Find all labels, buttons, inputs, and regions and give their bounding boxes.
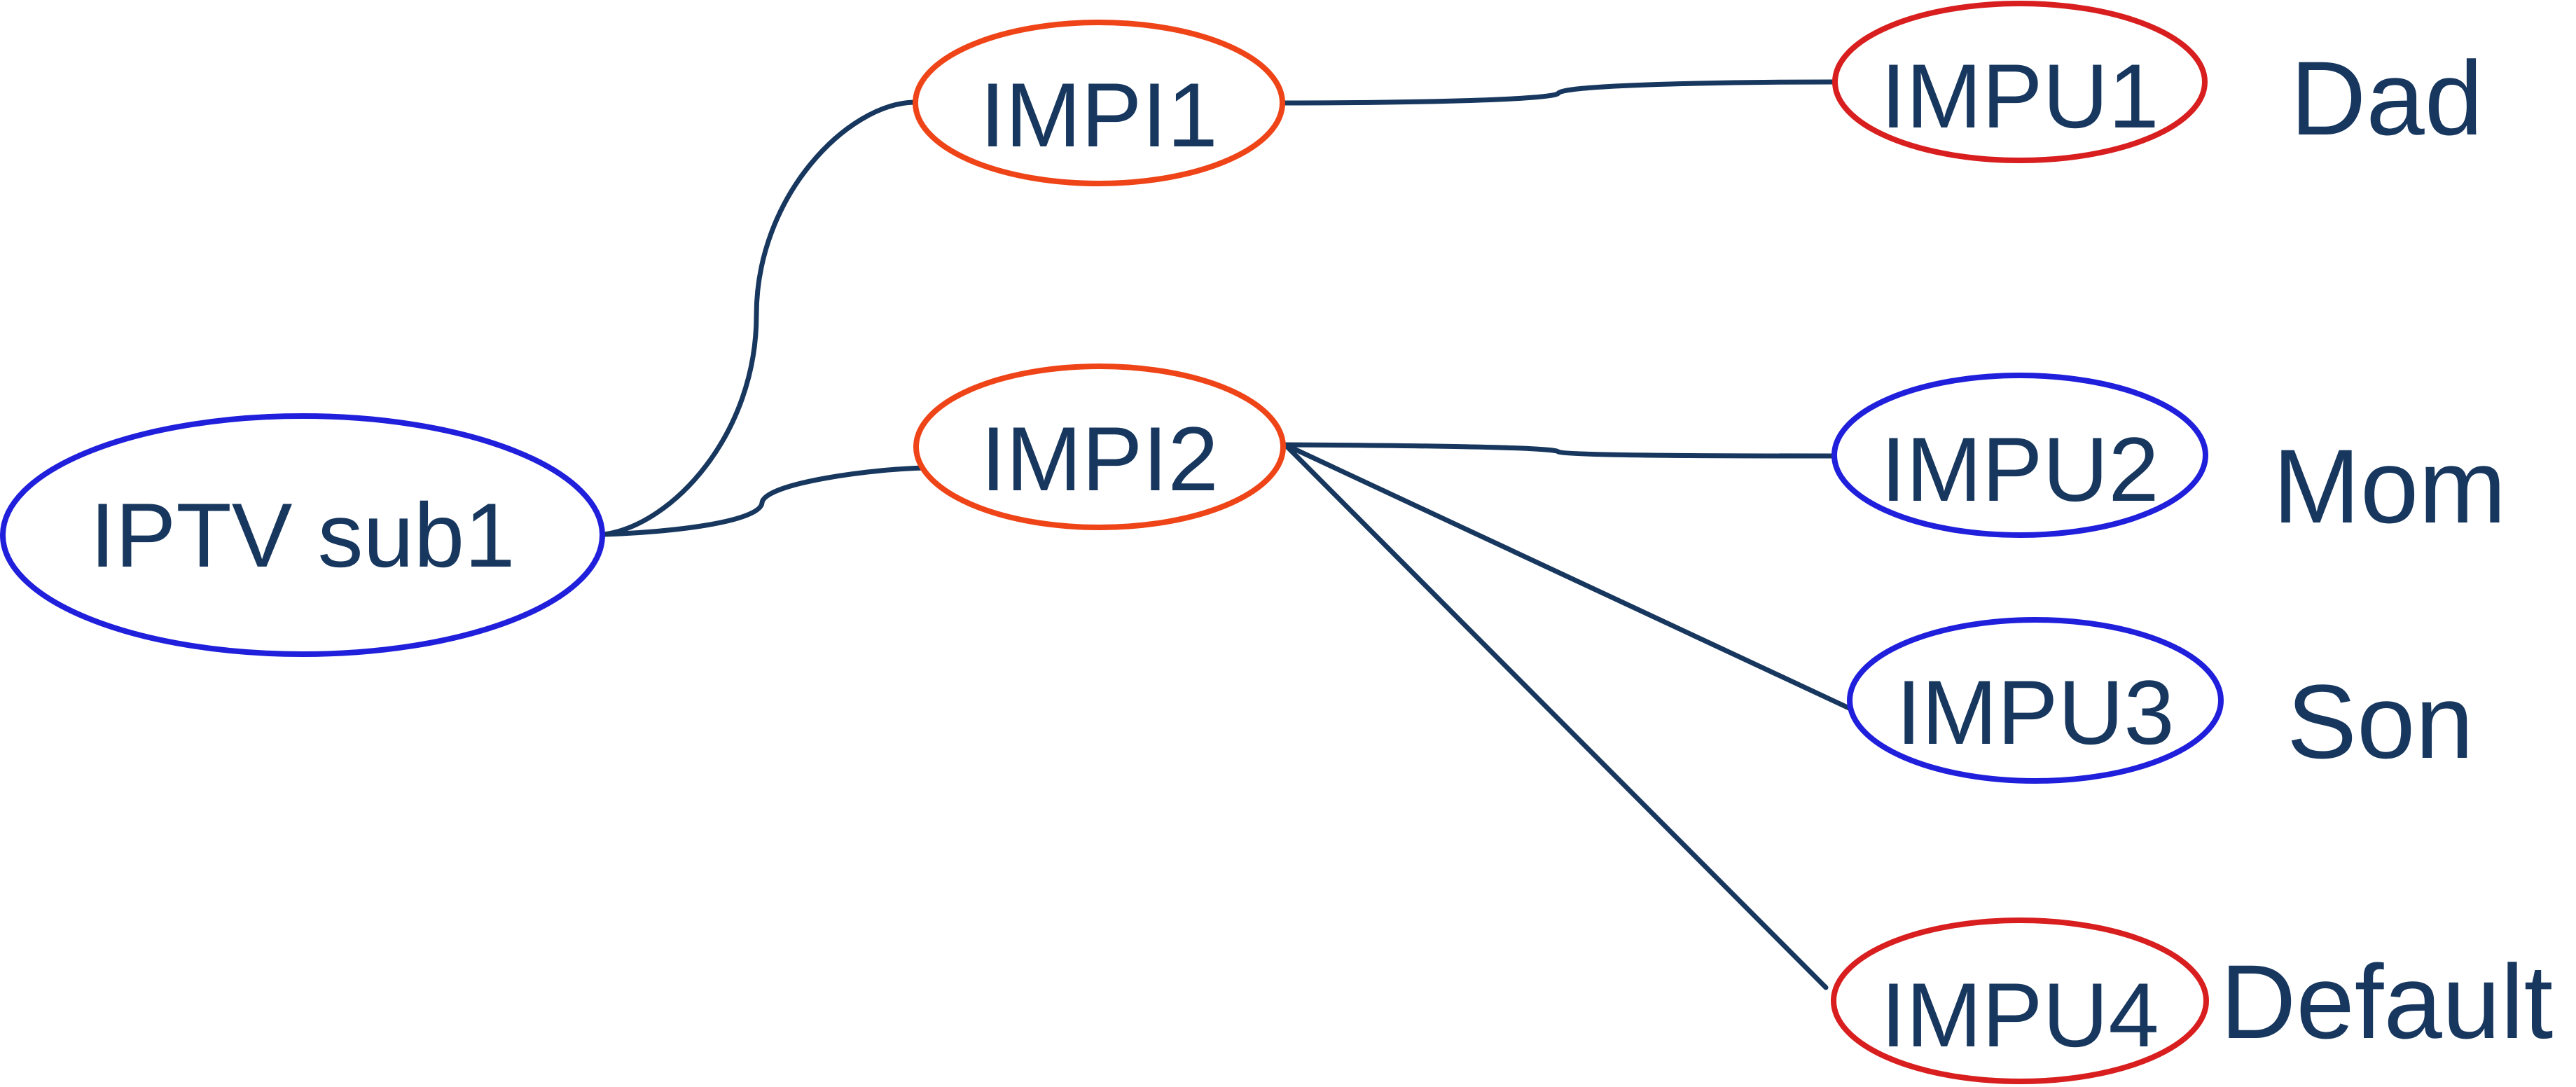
node-impu2-outline bbox=[1831, 373, 2208, 538]
node-impu2: IMPU2 bbox=[1831, 373, 2208, 538]
edge-iptv-sub1-to-impi1 bbox=[601, 99, 917, 537]
edge-impi2-to-impu4 bbox=[1282, 442, 1829, 990]
node-impu4-outline bbox=[1831, 918, 2209, 1084]
node-iptv-sub1: IPTV sub1 bbox=[0, 413, 605, 657]
node-impi2-outline bbox=[913, 364, 1286, 530]
edges bbox=[601, 79, 1862, 990]
role-label-dad: Dad bbox=[2290, 39, 2483, 157]
node-impi1: IMPI1 bbox=[913, 20, 1285, 186]
node-impu2-label: IMPU2 bbox=[1881, 418, 2159, 520]
edge-impi1-to-impu1 bbox=[1280, 79, 1836, 106]
edge-impi2-to-impu2 bbox=[1282, 442, 1836, 459]
node-iptv-sub1-label: IPTV sub1 bbox=[90, 484, 515, 586]
node-impu4: IMPU4 bbox=[1831, 918, 2209, 1084]
role-label-mom: Mom bbox=[2273, 427, 2506, 545]
node-impi2-label: IMPI2 bbox=[981, 408, 1219, 510]
node-impi2: IMPI2 bbox=[913, 364, 1286, 530]
node-impu3-outline bbox=[1847, 617, 2224, 784]
node-impu3-label: IMPU3 bbox=[1896, 661, 2174, 763]
node-iptv-sub1-outline bbox=[0, 413, 605, 657]
node-impi1-label: IMPI1 bbox=[980, 64, 1218, 166]
role-label-son: Son bbox=[2287, 663, 2474, 780]
edge-impi2-to-impu3 bbox=[1282, 442, 1862, 716]
node-impu3: IMPU3 bbox=[1847, 617, 2224, 784]
edge-iptv-sub1-to-impi2 bbox=[601, 465, 934, 537]
role-label-default: Default bbox=[2220, 943, 2553, 1060]
node-impu1-label: IMPU1 bbox=[1881, 45, 2159, 147]
node-impu1-outline bbox=[1832, 1, 2208, 163]
node-impu1: IMPU1 bbox=[1832, 1, 2208, 163]
node-impi1-outline bbox=[913, 20, 1285, 186]
node-impu4-label: IMPU4 bbox=[1881, 964, 2159, 1066]
